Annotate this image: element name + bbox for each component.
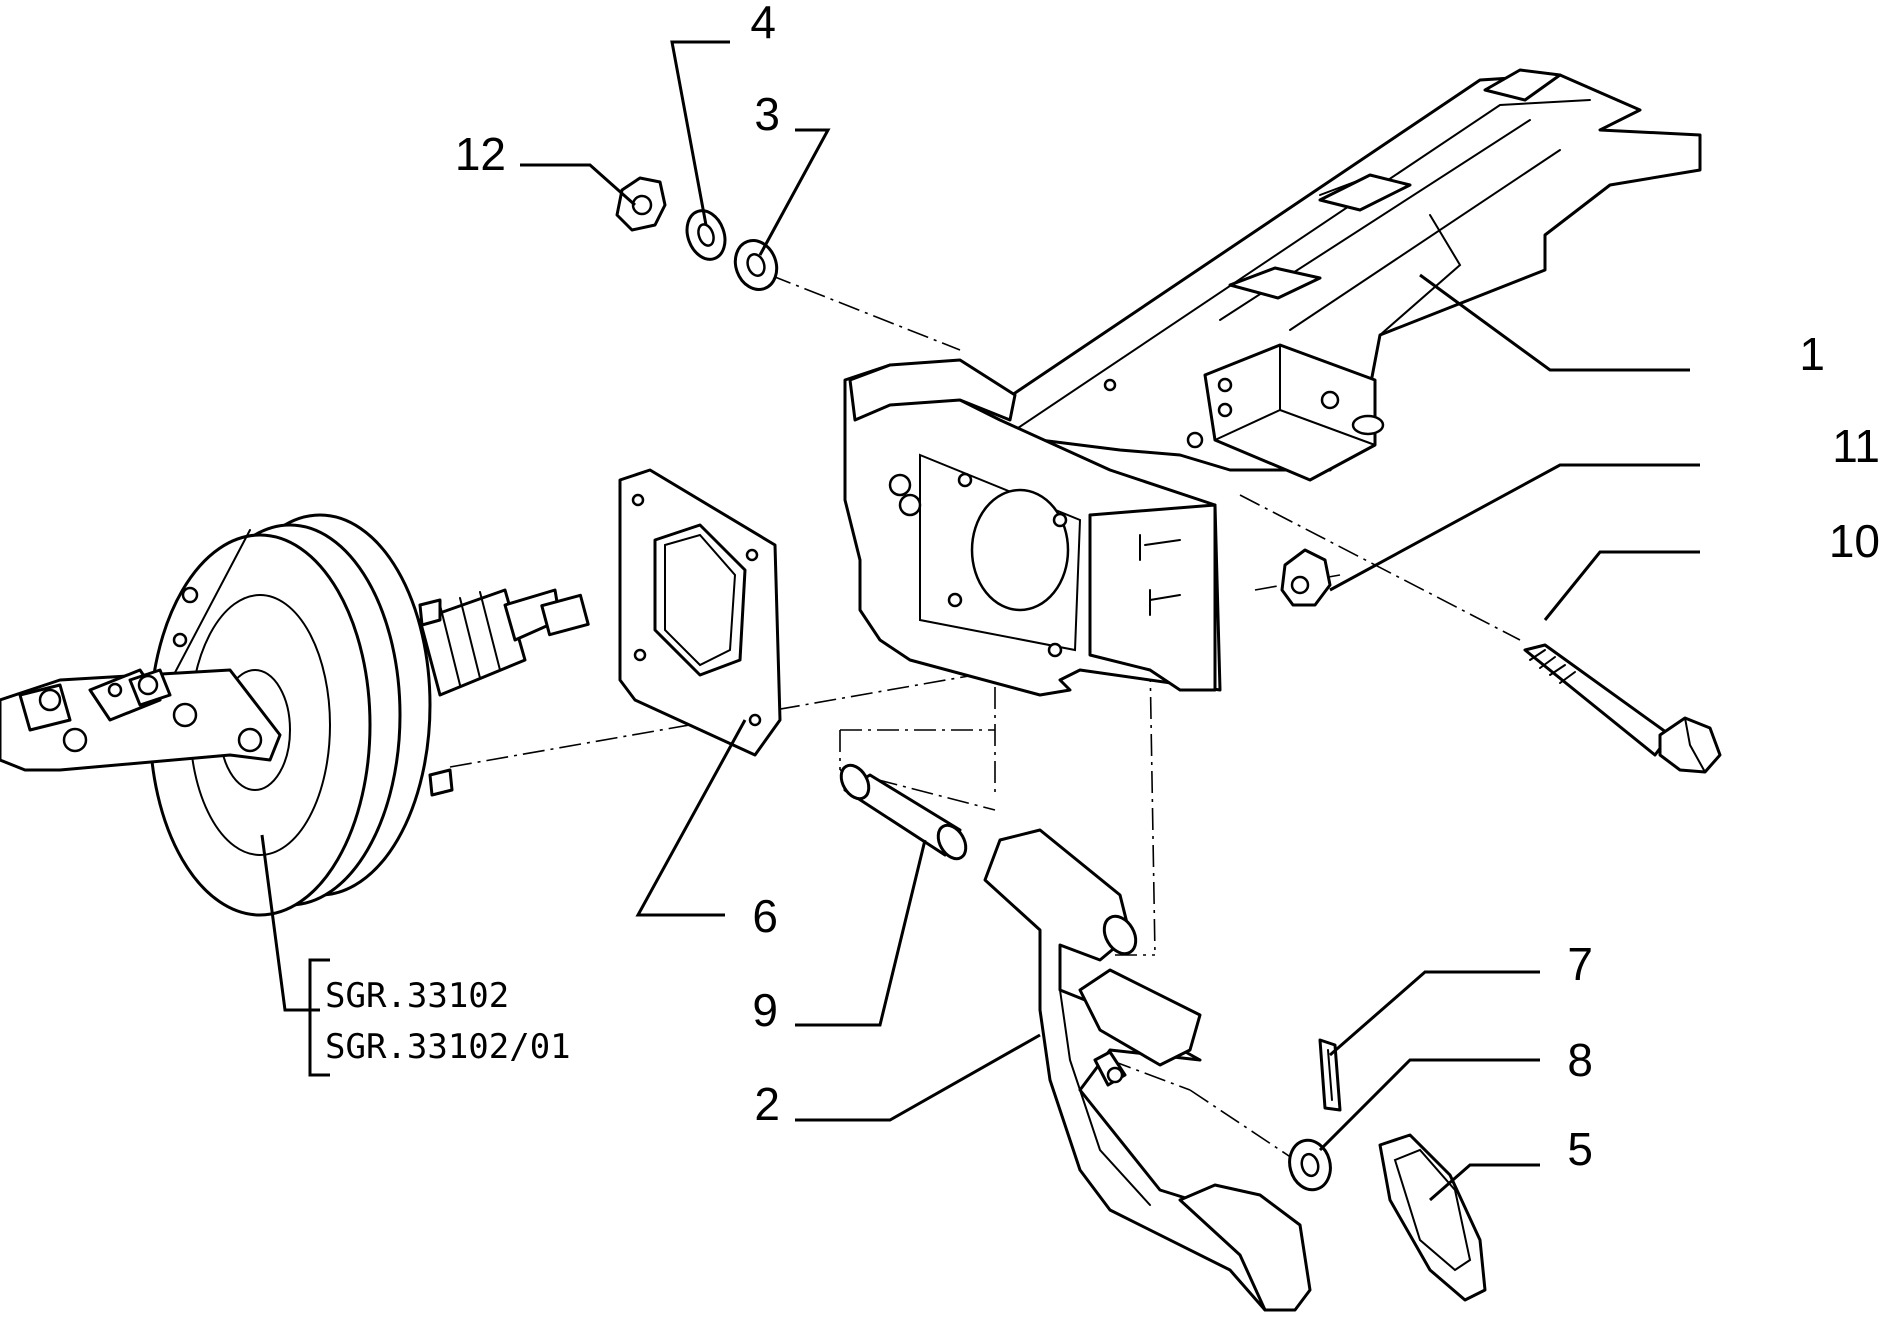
callout-2: 2: [754, 1078, 780, 1130]
callout-9: 9: [752, 984, 778, 1036]
callout-1: 1: [1799, 328, 1825, 380]
reference-code-2: SGR.33102/01: [325, 1027, 571, 1067]
callout-12: 12: [455, 128, 506, 180]
callout-5: 5: [1567, 1123, 1593, 1175]
callout-4: 4: [750, 0, 776, 48]
leader-lines: [260, 40, 1700, 1202]
pedal-part-2: [983, 828, 1312, 1312]
reference-code-1: SGR.33102: [325, 976, 509, 1016]
washer-part-8: [1288, 1138, 1332, 1192]
clip-part-7: [1318, 1038, 1342, 1112]
callout-8: 8: [1567, 1034, 1593, 1086]
washer-part-3: [733, 239, 779, 291]
callout-11: 11: [1832, 420, 1880, 472]
callout-6: 6: [752, 890, 778, 942]
nut-part-11: [1280, 548, 1332, 607]
pedal-pad-part-5: [1378, 1133, 1487, 1302]
brake-booster: [0, 513, 590, 917]
reference-codes: SGR.33102 SGR.33102/01: [325, 976, 571, 1067]
pedal-bracket: [843, 68, 1702, 697]
callout-3: 3: [754, 88, 780, 140]
callout-7: 7: [1567, 938, 1593, 990]
bush-part-9: [839, 763, 968, 861]
callout-10: 10: [1829, 515, 1880, 567]
callout-labels: 1 2 3 4 5 6 7 8 9 10 11 12: [455, 0, 1880, 1175]
bolt-part-10: [1523, 643, 1722, 774]
nut-part-12: [615, 176, 667, 232]
lock-washer-part-4: [685, 209, 727, 261]
gasket: [618, 468, 782, 757]
